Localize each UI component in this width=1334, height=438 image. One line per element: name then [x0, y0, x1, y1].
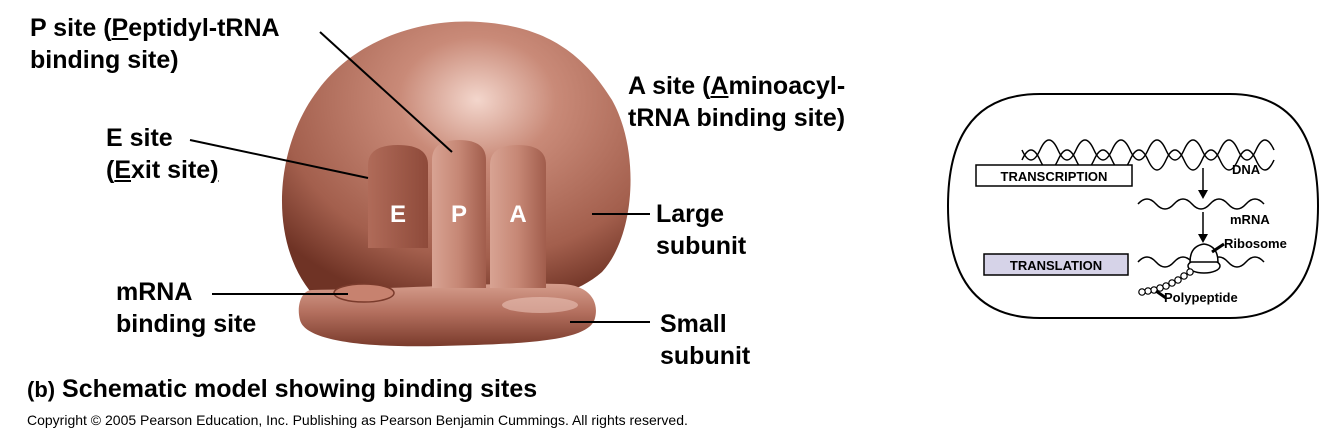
- a-site-slot: [490, 145, 546, 288]
- polypeptide-label: Polypeptide: [1164, 290, 1238, 305]
- dna-strand-1: [1021, 149, 1275, 171]
- cell-outline: [946, 93, 1320, 319]
- a-site-label-line2: tRNA binding site): [628, 104, 846, 132]
- copyright-notice: Copyright © 2005 Pearson Education, Inc.…: [27, 412, 688, 428]
- small-subunit-label-line2: subunit: [660, 342, 751, 370]
- figure-caption: (b) Schematic model showing binding site…: [27, 373, 537, 406]
- e-site-label-underline: E: [114, 156, 132, 184]
- small-subunit-label: Small subunit: [660, 308, 750, 372]
- large-subunit-label-line2: subunit: [656, 232, 747, 260]
- mrna-site-label: mRNA binding site: [116, 276, 256, 340]
- transcription-arrowhead-icon: [1198, 190, 1208, 199]
- ribosome-large-icon: [1189, 243, 1219, 263]
- p-site-label-underline: P: [111, 14, 129, 42]
- small-subunit-label-line1: Small: [660, 310, 727, 338]
- a-site-label-prefix: A site (: [628, 72, 711, 100]
- cell-schematic: DNA TRANSCRIPTION mRNA TRANSLATION Ribos…: [946, 93, 1320, 319]
- polypeptide-chain: [1138, 268, 1194, 296]
- p-site-label-prefix: P site (: [30, 14, 112, 42]
- e-site-label-prefix: (: [106, 156, 115, 184]
- mrna-site-label-line1: mRNA: [116, 278, 193, 306]
- p-site-slot: [432, 140, 486, 288]
- a-site-label-underline: A: [710, 72, 729, 100]
- small-subunit-highlight: [502, 297, 578, 313]
- e-site-letter: E: [390, 201, 406, 228]
- e-site-slot: [368, 145, 428, 248]
- a-site-label: A site (Aminoacyl- tRNA binding site): [628, 70, 845, 134]
- p-site-label-suffix: eptidyl-tRNA: [128, 14, 280, 42]
- translation-arrowhead-icon: [1198, 234, 1208, 243]
- mrna-strand: [1137, 198, 1265, 210]
- transcription-box: [975, 164, 1133, 187]
- transcription-label: TRANSCRIPTION: [1001, 169, 1108, 184]
- translation-box: [983, 253, 1129, 276]
- ribosome-label: Ribosome: [1224, 236, 1287, 251]
- mrna-site-label-line2: binding site: [116, 310, 257, 338]
- figure-caption-tag: (b): [27, 377, 56, 402]
- a-site-letter: A: [509, 201, 526, 228]
- e-site-label-close: ): [210, 156, 219, 184]
- translation-label: TRANSLATION: [1010, 258, 1102, 273]
- large-subunit-label: Large subunit: [656, 198, 746, 262]
- polypeptide-pointer: [1155, 289, 1167, 300]
- p-site-leader: [319, 31, 453, 153]
- p-site-label: P site (Peptidyl-tRNA binding site): [30, 12, 280, 76]
- large-subunit-label-line1: Large: [656, 200, 725, 228]
- dna-strand-2: [1021, 139, 1275, 161]
- e-site-label: E site (Exit site): [106, 122, 219, 186]
- e-site-label-suffix: xit site: [131, 156, 211, 184]
- p-site-label-line2: binding site): [30, 46, 179, 74]
- mrna-label: mRNA: [1230, 212, 1270, 227]
- e-site-leader: [189, 139, 369, 179]
- e-site-label-line1: E site: [106, 124, 173, 152]
- p-site-letter: P: [451, 201, 467, 228]
- ribosome-pointer: [1211, 242, 1225, 254]
- a-site-label-suffix: minoacyl-: [728, 72, 846, 100]
- figure-caption-text: Schematic model showing binding sites: [62, 375, 538, 403]
- dna-label: DNA: [1232, 162, 1261, 177]
